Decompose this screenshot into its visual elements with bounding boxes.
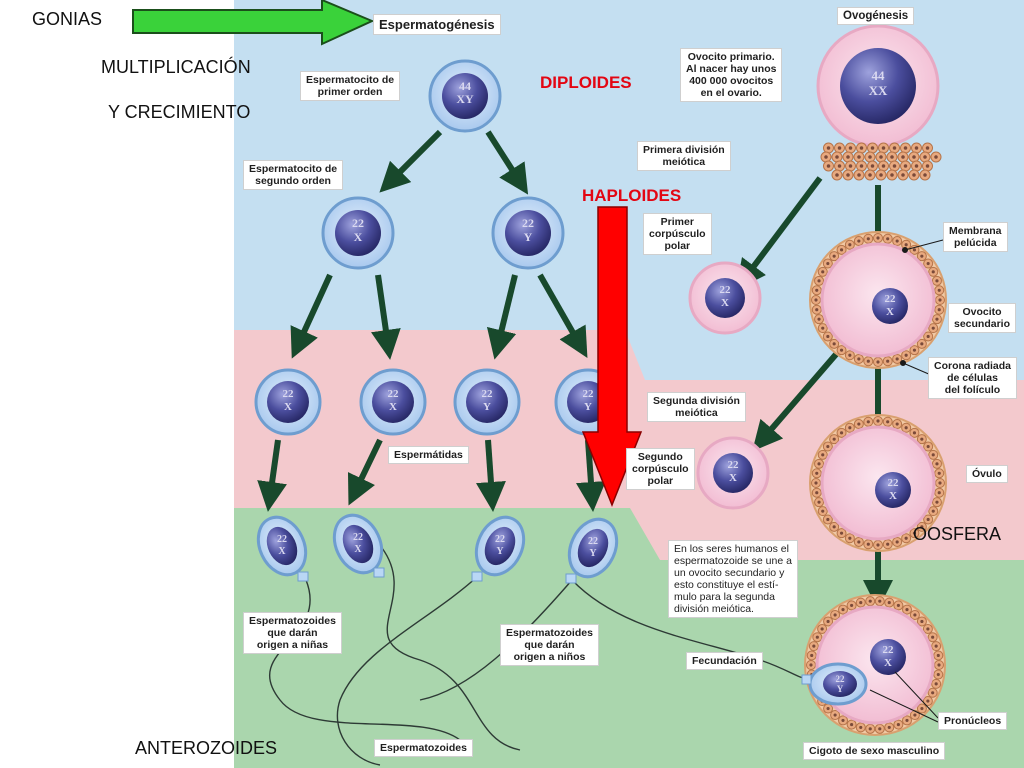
svg-text:X: X (278, 546, 286, 557)
svg-text:22: 22 (583, 388, 595, 400)
svg-text:22: 22 (352, 216, 364, 230)
svg-text:Y: Y (589, 548, 597, 559)
svg-text:44: 44 (872, 68, 886, 83)
spermatid-3: 22 Y (453, 368, 521, 436)
svg-text:22: 22 (720, 284, 732, 296)
oosfera-label: OOSFERA (913, 524, 1002, 544)
spermatozoa-label: Espermatozoides (374, 739, 473, 757)
primary-oocyte-text: Ovocito primario. Al nacer hay unos 400 … (680, 48, 783, 102)
crecimiento-label: Y CRECIMIENTO (108, 102, 251, 122)
second-polar-body: 22 X (696, 436, 770, 510)
primary-spermatocyte-label: Espermatocito de primer orden (300, 71, 401, 101)
svg-text:22: 22 (888, 477, 900, 489)
svg-text:22: 22 (728, 459, 740, 471)
diploides-label: DIPLOIDES (540, 73, 632, 92)
svg-text:X: X (886, 306, 894, 318)
gonias-label: GONIAS (32, 9, 103, 29)
svg-text:X: X (884, 657, 892, 669)
spermatogenesis-arrows (257, 129, 606, 512)
svg-text:X: X (729, 472, 737, 484)
cell-sex-chromosome: XY (456, 92, 474, 106)
ovum-label: Óvulo (966, 465, 1008, 483)
svg-text:22: 22 (885, 293, 897, 305)
anterozoides-label: ANTEROZOIDES (135, 738, 278, 758)
svg-text:Y: Y (837, 684, 844, 694)
oogenesis-title: Ovogénesis (837, 7, 915, 25)
secondary-oocyte: 22 X (809, 231, 947, 369)
ovum: 22 X (809, 414, 947, 552)
svg-text:22: 22 (353, 532, 363, 543)
zygote-label: Cigoto de sexo masculino (803, 742, 946, 760)
boys-sperm-label: Espermatozoides que darán origen a niños (500, 624, 599, 666)
svg-text:XX: XX (869, 83, 888, 98)
multiplicacion-label: MULTIPLICACIÓN (101, 57, 251, 77)
second-division-label: Segunda división meiótica (647, 392, 746, 422)
sperm-2: 22 X (332, 513, 385, 578)
haploides-label: HAPLOIDES (582, 186, 682, 205)
svg-text:Y: Y (496, 546, 504, 557)
svg-text:X: X (354, 544, 362, 555)
sperm-3: 22 Y (471, 515, 526, 582)
primary-spermatocyte: 44 XY (428, 59, 502, 133)
svg-text:22: 22 (283, 388, 295, 400)
primary-oocyte: 44 XX (816, 24, 940, 148)
cell-chromosome-number: 44 (459, 79, 471, 93)
svg-text:X: X (889, 490, 897, 502)
spermatids-label: Espermátidas (388, 446, 469, 464)
svg-text:22: 22 (277, 534, 287, 545)
svg-text:22: 22 (482, 388, 494, 400)
zygote: 22 X 22 Y (801, 594, 946, 736)
svg-text:22: 22 (883, 644, 895, 656)
svg-text:22: 22 (588, 536, 598, 547)
secondary-spermatocyte-x: 22 X (321, 196, 395, 270)
spermatogenesis-title: Espermatogénesis (373, 14, 501, 35)
corona-radiata-label: Corona radiada de células del folículo (928, 357, 1018, 399)
green-arrow (132, 0, 375, 46)
first-polar-body: 22 X (688, 261, 762, 335)
svg-text:X: X (284, 401, 292, 413)
svg-text:X: X (354, 230, 363, 244)
first-polar-body-label: Primer corpúsculo polar (643, 213, 712, 255)
sperm-4: 22 Y (565, 517, 619, 584)
follicle-cells (820, 142, 942, 181)
secondary-oocyte-label: Ovocito secundario (948, 303, 1017, 333)
svg-text:22: 22 (495, 534, 505, 545)
fertilization-label: Fecundación (686, 652, 763, 670)
girls-sperm-label: Espermatozoides que darán origen a niñas (243, 612, 342, 654)
secondary-spermatocyte-label: Espermatocito de segundo orden (243, 160, 344, 190)
svg-text:22: 22 (836, 674, 846, 684)
fertilization-note: En los seres humanos el espermatozoide s… (668, 540, 798, 618)
secondary-spermatocyte-y: 22 Y (491, 196, 565, 270)
spermatid-1: 22 X (254, 368, 322, 436)
zona-pellucida-label: Membrana pelúcida (943, 222, 1008, 252)
svg-text:X: X (721, 297, 729, 309)
svg-text:22: 22 (522, 216, 534, 230)
svg-text:Y: Y (483, 401, 491, 413)
pronuclei-label: Pronúcleos (938, 712, 1008, 730)
svg-text:22: 22 (388, 388, 400, 400)
svg-text:X: X (389, 401, 397, 413)
spermatid-2: 22 X (359, 368, 427, 436)
sperm-tails (268, 547, 809, 766)
second-polar-body-label: Segundo corpúsculo polar (626, 448, 695, 490)
first-division-label: Primera división meiótica (637, 141, 731, 171)
svg-text:Y: Y (524, 230, 533, 244)
sperm-1: 22 X (256, 515, 309, 582)
svg-text:Y: Y (584, 401, 592, 413)
